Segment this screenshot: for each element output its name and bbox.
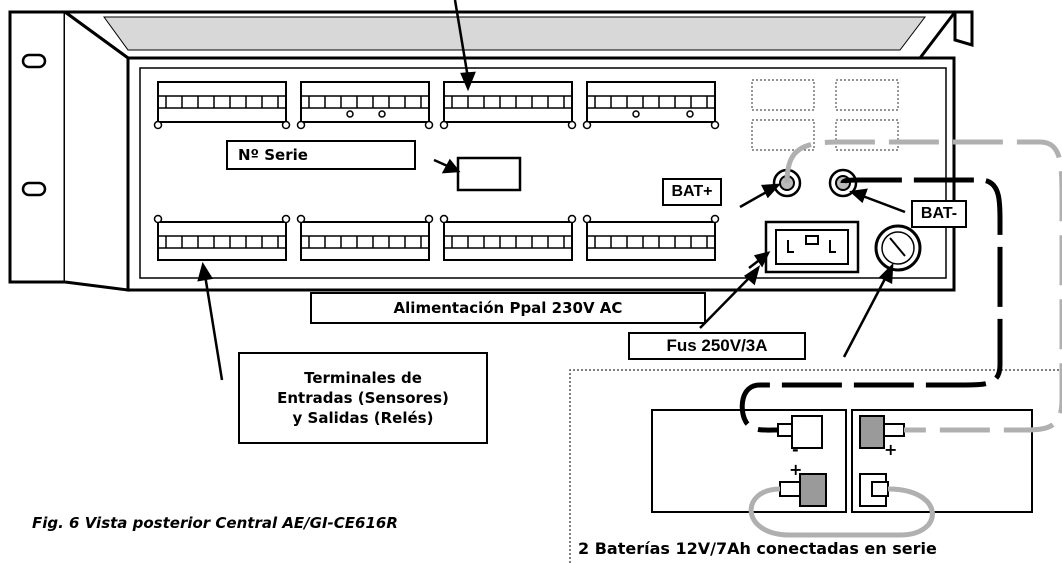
battery-plus-sign-right: + <box>884 440 898 459</box>
figure-caption: Fig. 6 Vista posterior Central AE/GI-CE6… <box>32 514 398 532</box>
chassis-left-side <box>64 10 130 292</box>
battery-caption: 2 Baterías 12V/7Ah conectadas en serie <box>578 539 937 558</box>
power-connector <box>764 220 860 274</box>
battery-terminal-right-bottom <box>859 473 889 507</box>
battery-terminal-left-bottom <box>779 473 827 507</box>
terminal-block-bottom-4 <box>586 221 716 261</box>
terminal-block-bottom-3 <box>443 221 573 261</box>
rear-panel-inner <box>139 67 947 279</box>
terminals-label: Terminales de Entradas (Sensores) y Sali… <box>238 352 488 444</box>
battery-terminal-left-top <box>777 415 823 449</box>
rack-ear-right <box>953 10 974 48</box>
rack-hole-top <box>21 53 47 69</box>
mount-holes-bottom <box>153 214 720 224</box>
serial-label: Nº Serie <box>226 140 416 170</box>
terminal-block-bottom-1 <box>157 221 287 261</box>
terminal-block-bottom-2 <box>300 221 430 261</box>
pointer-arrows <box>197 0 906 381</box>
serial-plate <box>456 156 522 192</box>
fuse-holder <box>874 224 922 272</box>
chassis-vent <box>103 16 927 51</box>
power-label: Alimentación Ppal 230V AC <box>310 292 706 324</box>
bat-minus-label: BAT- <box>911 200 967 228</box>
rack-ear-left <box>8 10 67 284</box>
fuse-label: Fus 250V/3A <box>628 332 806 360</box>
battery-minus-sign: - <box>792 440 799 459</box>
battery-terminal-right-top <box>859 415 905 449</box>
terminals-label-line-2: Entradas (Sensores) <box>277 389 449 407</box>
terminals-label-line-1: Terminales de <box>304 369 422 387</box>
terminal-block-top-3 <box>443 81 573 123</box>
terminal-block-top-2 <box>300 81 430 123</box>
bat-plus-label: BAT+ <box>662 178 722 206</box>
black-wire-bat-minus <box>739 177 1003 433</box>
gray-wire-bat-plus <box>784 139 1062 433</box>
terminal-block-top-4 <box>586 81 716 123</box>
mount-holes-top <box>153 110 720 130</box>
battery-plus-sign-left: + <box>789 460 803 479</box>
gray-wire-series-link <box>748 486 935 538</box>
knockout-panels <box>751 79 899 151</box>
terminal-screws-top <box>165 96 708 108</box>
terminal-block-top-1 <box>157 81 287 123</box>
terminal-screws-bottom <box>165 236 708 248</box>
battery-enclosure <box>569 369 1062 563</box>
rack-hole-bottom <box>21 181 47 197</box>
terminals-label-line-3: y Salidas (Relés) <box>292 409 434 427</box>
